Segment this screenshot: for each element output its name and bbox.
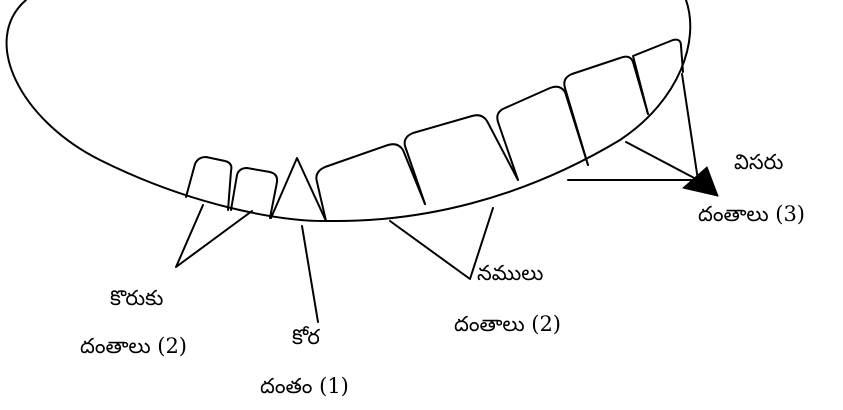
molars-arrowhead xyxy=(681,166,719,197)
incisor-tooth-2 xyxy=(230,167,279,219)
incisors-count-label: దంతాలు (2) xyxy=(80,334,188,358)
molars-pointer xyxy=(567,73,699,181)
canine-count-label: దంతం (1) xyxy=(260,374,349,398)
canine-tooth xyxy=(270,157,327,222)
jaw-outline xyxy=(5,0,692,223)
canine-pointer xyxy=(301,225,319,323)
premolars-count-label: దంతాలు (2) xyxy=(454,312,562,336)
molars-label: విసరు xyxy=(734,150,784,174)
canine-label: కోర xyxy=(292,325,320,349)
molars-count-label: దంతాలు (3) xyxy=(698,202,806,226)
premolars-label: నములు xyxy=(477,261,544,285)
molar-tooth-1 xyxy=(496,85,589,181)
premolar-tooth-2 xyxy=(403,114,519,205)
molar-tooth-2 xyxy=(563,55,649,166)
incisors-label: కొరుకు xyxy=(110,286,164,310)
molar-tooth-3 xyxy=(632,38,684,115)
premolar-tooth-1 xyxy=(315,143,426,222)
premolars-pointer xyxy=(389,207,494,280)
incisor-tooth-1 xyxy=(185,156,233,211)
incisors-pointer xyxy=(175,204,253,268)
